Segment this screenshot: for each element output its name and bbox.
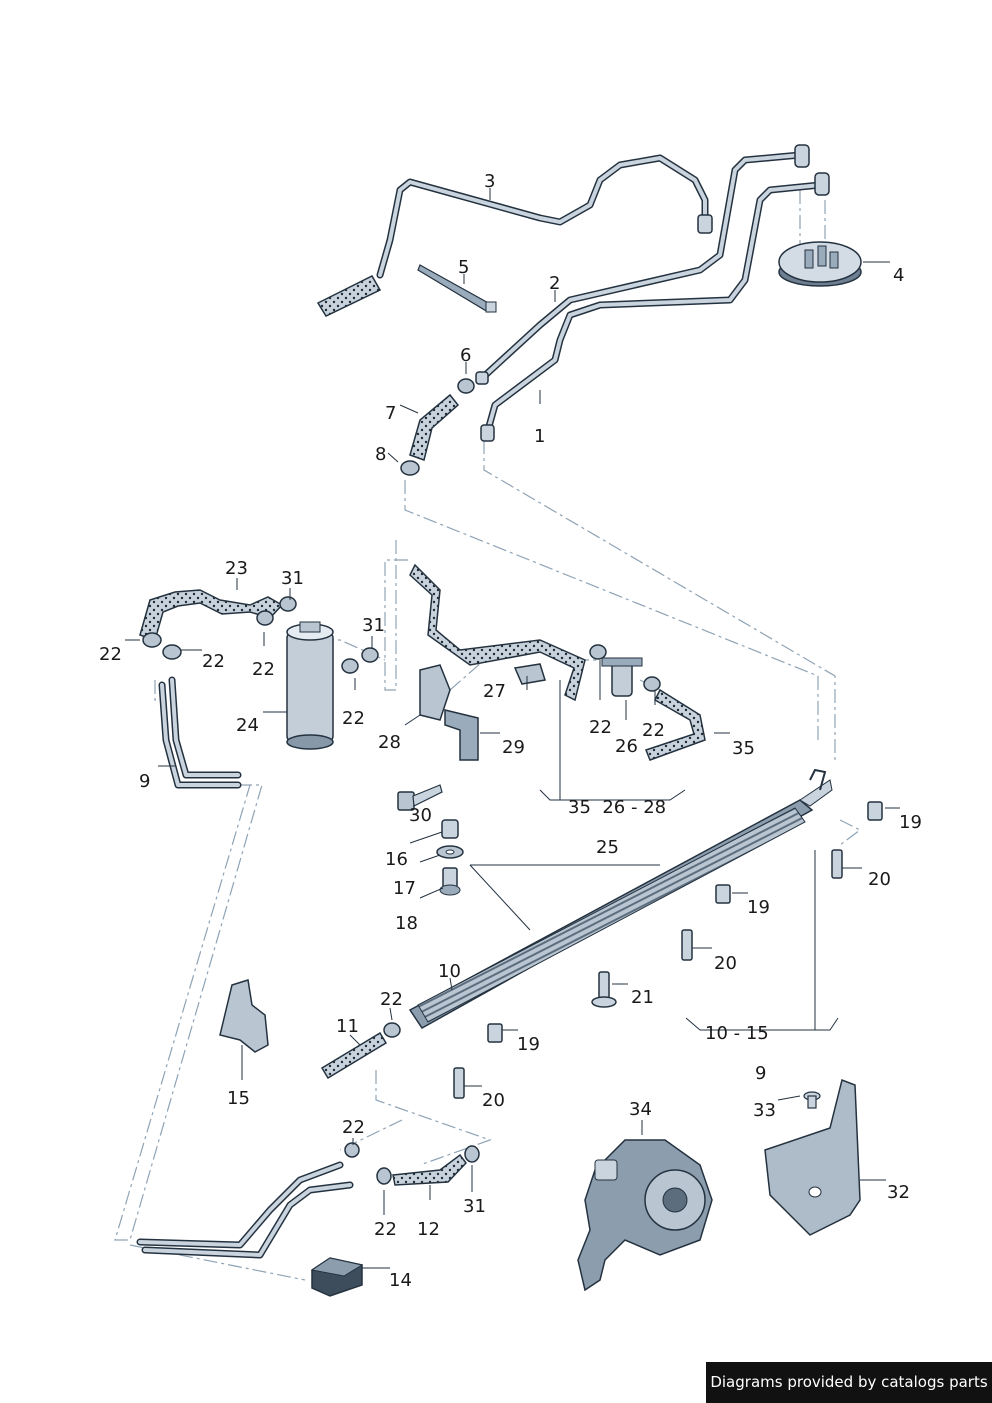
clamps-22-middle — [589, 644, 661, 692]
callout-10-15: 10 - 15 — [705, 1023, 769, 1044]
callout-33: 33 — [753, 1100, 776, 1121]
callout-15: 15 — [227, 1088, 250, 1109]
clamp-8 — [400, 460, 420, 476]
clamp-6 — [457, 378, 475, 394]
hose-23 — [139, 589, 284, 641]
screw-33 — [803, 1091, 821, 1109]
callout-22-g: 22 — [380, 989, 403, 1010]
callout-9-right: 9 — [755, 1063, 767, 1084]
callout-26: 26 — [615, 736, 638, 757]
callout-19-b: 19 — [747, 897, 770, 918]
cable-tie-5 — [417, 264, 497, 313]
callout-34: 34 — [629, 1099, 652, 1120]
callout-21: 21 — [631, 987, 654, 1008]
clip-14 — [310, 1257, 364, 1297]
bolts-19-20-21 — [453, 801, 883, 1099]
callout-32: 32 — [887, 1182, 910, 1203]
hose-middle — [409, 563, 586, 702]
callout-24: 24 — [236, 715, 259, 736]
valve-26 — [601, 657, 643, 697]
callout-22-b: 22 — [202, 651, 225, 672]
callout-9-left: 9 — [139, 771, 151, 792]
clamps-22-bottom — [344, 1142, 480, 1185]
callout-23: 23 — [225, 558, 248, 579]
hose-35 — [645, 688, 706, 761]
callout-22-e: 22 — [589, 717, 612, 738]
callout-22-i: 22 — [374, 1219, 397, 1240]
credit-banner: Diagrams provided by catalogs parts — [706, 1362, 992, 1403]
bracket-15 — [219, 979, 269, 1053]
hose-12 — [392, 1153, 467, 1186]
cooler-10 — [408, 768, 833, 1029]
callout-14: 14 — [389, 1270, 412, 1291]
callout-30: 30 — [409, 805, 432, 826]
washer-17 — [436, 845, 464, 859]
pipe-9-left — [158, 676, 242, 789]
callout-29: 29 — [502, 737, 525, 758]
pipe-9-bottom — [136, 1161, 354, 1259]
callout-18: 18 — [395, 913, 418, 934]
callout-6: 6 — [460, 345, 472, 366]
canister-24 — [286, 621, 334, 750]
pipe-1 — [484, 181, 824, 434]
callout-19-a: 19 — [899, 812, 922, 833]
pipe-ends — [475, 144, 830, 442]
clip-27 — [513, 663, 546, 685]
callout-12: 12 — [417, 1219, 440, 1240]
callout-8: 8 — [375, 444, 387, 465]
callout-22-h: 22 — [342, 1117, 365, 1138]
pipe-3 — [376, 154, 709, 279]
callout-5: 5 — [458, 257, 470, 278]
callout-28: 28 — [378, 732, 401, 753]
callout-31-c: 31 — [463, 1196, 486, 1217]
bracket-28-29 — [419, 664, 479, 761]
pipe-3-sleeve — [316, 214, 713, 317]
callout-11: 11 — [336, 1016, 359, 1037]
callout-27: 27 — [483, 681, 506, 702]
callout-7: 7 — [385, 403, 397, 424]
flange-4 — [778, 241, 862, 287]
callout-22-d: 22 — [342, 708, 365, 729]
assembly-leader-lines — [114, 190, 862, 1281]
callout-22-a: 22 — [99, 644, 122, 665]
callout-1: 1 — [534, 426, 546, 447]
callout-4: 4 — [893, 265, 905, 286]
nut-16 — [441, 819, 459, 839]
callout-31-b: 31 — [362, 615, 385, 636]
clamps-22-left — [142, 596, 379, 674]
callout-19-c: 19 — [517, 1034, 540, 1055]
callout-20-b: 20 — [714, 953, 737, 974]
callout-35: 35 — [732, 738, 755, 759]
bolt-18 — [439, 867, 461, 896]
bolt-30 — [397, 784, 443, 811]
callout-31-a: 31 — [281, 568, 304, 589]
callout-22-c: 22 — [252, 659, 275, 680]
pipe-2 — [476, 151, 804, 384]
callout-25: 25 — [596, 837, 619, 858]
callout-17: 17 — [393, 878, 416, 899]
hose-11 — [320, 1022, 401, 1080]
plate-32 — [764, 1078, 861, 1236]
callout-20-c: 20 — [482, 1090, 505, 1111]
callout-35-26-28: 35 26 - 28 — [568, 797, 667, 818]
callout-22-f: 22 — [642, 720, 665, 741]
callout-2: 2 — [549, 273, 561, 294]
callout-16: 16 — [385, 849, 408, 870]
callout-10: 10 — [438, 961, 461, 982]
hose-7 — [409, 393, 460, 461]
callout-3: 3 — [484, 171, 496, 192]
callout-20-a: 20 — [868, 869, 891, 890]
number-leaders — [125, 188, 900, 1269]
pump-34 — [577, 1139, 713, 1292]
